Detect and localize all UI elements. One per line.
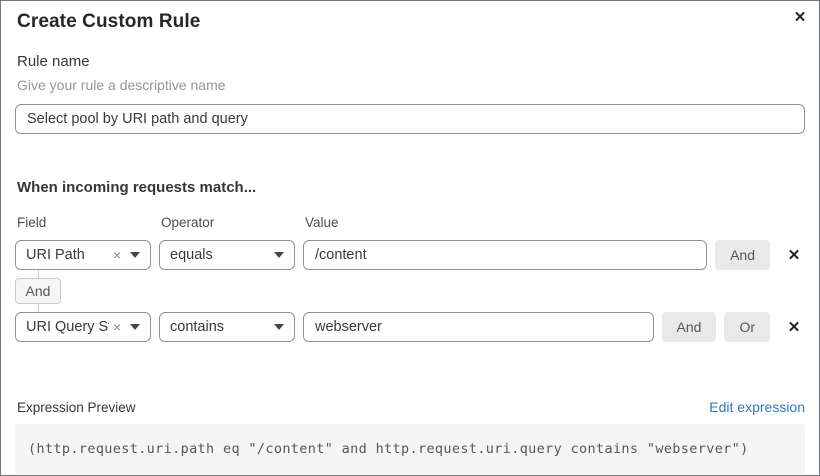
value-column-label: Value [305, 215, 339, 230]
rule-name-helper: Give your rule a descriptive name [17, 77, 226, 93]
connector-line [37, 304, 39, 312]
add-or-condition-button[interactable]: Or [724, 312, 770, 342]
field-select-value: URI Query St... [26, 319, 109, 335]
value-input[interactable] [303, 312, 654, 342]
field-select[interactable]: URI Query St... × [15, 312, 151, 342]
value-input[interactable] [303, 240, 708, 270]
operator-select[interactable]: equals [159, 240, 295, 270]
expression-preview-header: Expression Preview Edit expression [15, 399, 805, 415]
edit-expression-link[interactable]: Edit expression [709, 399, 805, 415]
expression-preview-box: (http.request.uri.path eq "/content" and… [15, 424, 805, 474]
dialog-title: Create Custom Rule [17, 11, 201, 32]
remove-row-icon[interactable]: ✕ [783, 246, 805, 264]
chevron-down-icon [130, 252, 140, 258]
field-select[interactable]: URI Path × [15, 240, 151, 270]
conditions-heading: When incoming requests match... [17, 179, 257, 196]
close-icon[interactable]: ✕ [789, 7, 811, 29]
condition-row: URI Path × equals And ✕ [15, 240, 805, 270]
and-connector: And [14, 270, 62, 312]
chevron-down-icon [274, 324, 284, 330]
chevron-down-icon [130, 324, 140, 330]
operator-select-value: contains [170, 319, 225, 335]
operator-select-value: equals [170, 247, 213, 263]
operator-select[interactable]: contains [159, 312, 295, 342]
expression-code: (http.request.uri.path eq "/content" and… [28, 441, 749, 457]
remove-row-icon[interactable]: ✕ [783, 318, 805, 336]
clear-selection-icon[interactable]: × [112, 247, 121, 263]
add-and-condition-button[interactable]: And [715, 240, 770, 270]
rule-name-input[interactable] [15, 104, 805, 134]
clear-selection-icon[interactable]: × [112, 319, 121, 335]
chevron-down-icon [274, 252, 284, 258]
field-column-label: Field [17, 215, 47, 230]
expression-preview-label: Expression Preview [17, 400, 136, 415]
and-connector-badge: And [14, 278, 62, 304]
rule-name-label: Rule name [17, 53, 90, 70]
operator-column-label: Operator [161, 215, 215, 230]
field-select-value: URI Path [26, 247, 85, 263]
condition-row: URI Query St... × contains And Or ✕ [15, 312, 805, 342]
connector-line [37, 270, 39, 278]
add-and-condition-button[interactable]: And [661, 312, 717, 342]
condition-column-labels: Field Operator Value [15, 215, 805, 230]
